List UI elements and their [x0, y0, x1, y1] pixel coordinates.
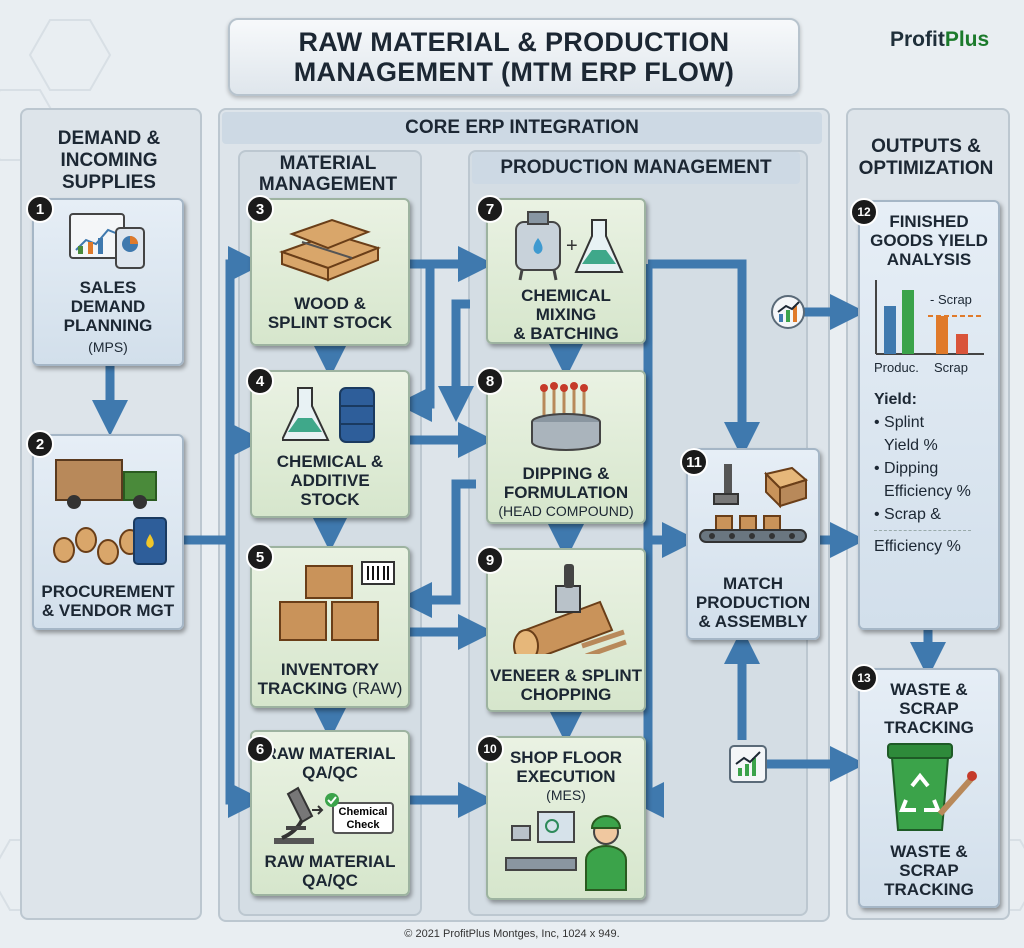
arrow-right-icon [312, 805, 324, 815]
trend-chart-icon [729, 745, 767, 783]
step-label-bottom: RAW MATERIAL QA/QC [264, 852, 396, 890]
svg-text:+: + [566, 235, 578, 257]
step-label: FINISHED GOODS YIELD ANALYSIS [870, 212, 988, 269]
step-number-badge: 13 [850, 664, 878, 692]
outputs-column-title: OUTPUTS &OPTIMIZATION [858, 136, 994, 179]
truck-logs-barrel-icon [53, 459, 167, 565]
microscope-icon [274, 786, 314, 844]
step-number-badge: 7 [476, 195, 504, 223]
step-label: WOOD & SPLINT STOCK [267, 294, 393, 332]
dashboard-chart-icon [69, 213, 145, 269]
yield-tail: Efficiency % [874, 530, 971, 558]
step-wood-splint-stock[interactable]: WOOD & SPLINT STOCK [250, 198, 410, 346]
step-number-badge: 9 [476, 546, 504, 574]
step-number-badge: 4 [246, 367, 274, 395]
step-label: DIPPING & FORMULATION [503, 464, 629, 502]
step-sublabel: (MPS) [88, 339, 128, 355]
step-number-badge: 11 [680, 448, 708, 476]
mixing-tank-flask-icon: + [515, 211, 624, 281]
step-label: CHEMICAL & ADDITIVE STOCK [276, 452, 384, 509]
flask-barrel-icon [282, 387, 375, 443]
chemical-check-tag: Chemical Check [332, 802, 394, 834]
step-number-badge: 3 [246, 195, 274, 223]
yield-list: Yield: • Splint Yield % • Dipping Effici… [874, 388, 971, 558]
step-number-badge: 8 [476, 367, 504, 395]
recycle-bin-icon [887, 743, 977, 831]
step-match-production-assembly[interactable]: MATCH PRODUCTION & ASSEMBLY [686, 448, 820, 640]
page-title: RAW MATERIAL & PRODUCTION MANAGEMENT (MT… [228, 18, 800, 96]
step-chemical-mixing[interactable]: + CHEMICAL MIXING & BATCHING [486, 198, 646, 344]
step-shop-floor-execution[interactable]: SHOP FLOOR EXECUTION (MES) [486, 736, 646, 900]
production-band: PRODUCTION MANAGEMENT [472, 152, 800, 184]
chart-legend-scrap: - Scrap [930, 292, 972, 307]
step-label: MATCH PRODUCTION & ASSEMBLY [695, 574, 811, 631]
match-dipping-pot-icon [531, 382, 601, 451]
chart-x-label-produc: Produc. [874, 360, 919, 375]
chart-x-label-scrap: Scrap [934, 360, 968, 375]
step-procurement-vendor[interactable]: PROCUREMENT & VENDOR MGT [32, 434, 184, 630]
step-label: PROCUREMENT & VENDOR MGT [41, 582, 175, 620]
title-line-1: RAW MATERIAL & PRODUCTION [298, 27, 730, 57]
step-number-badge: 5 [246, 543, 274, 571]
step-label: VENEER & SPLINT CHOPPING [489, 666, 643, 704]
yield-item: • Scrap & [874, 506, 941, 523]
wood-stack-icon [279, 218, 382, 282]
step-number-badge: 1 [26, 195, 54, 223]
profitplus-logo: ProfitPlus [890, 28, 990, 51]
step-raw-material-qaqc[interactable]: RAW MATERIAL QA/QC Chemical Check RAW MA… [250, 730, 410, 896]
yield-bar-chart-icon [875, 280, 984, 355]
step-sublabel: (MES) [546, 787, 586, 803]
step-number-badge: 2 [26, 430, 54, 458]
step-label: SHOP FLOOR EXECUTION [509, 748, 623, 786]
core-erp-band: CORE ERP INTEGRATION [222, 112, 822, 144]
step-number-badge: 12 [850, 198, 878, 226]
check-circle-icon [325, 793, 339, 807]
step-veneer-splint-chopping[interactable]: VENEER & SPLINT CHOPPING [486, 548, 646, 712]
step-chemical-additive-stock[interactable]: CHEMICAL & ADDITIVE STOCK [250, 370, 410, 518]
step-waste-scrap-tracking[interactable]: WASTE & SCRAP TRACKING WASTE & SCRAP TRA… [858, 668, 1000, 908]
step-label: SALES DEMAND PLANNING [63, 278, 153, 335]
step-label: RAW MATERIAL QA/QC [264, 744, 396, 782]
step-label: INVENTORY TRACKING (RAW) [257, 660, 403, 698]
step-label: CHEMICAL MIXING & BATCHING [513, 286, 619, 343]
log-cleaver-icon [513, 564, 627, 654]
step-dipping-formulation[interactable]: DIPPING & FORMULATION (HEAD COMPOUND) [486, 370, 646, 524]
step-sales-demand-planning[interactable]: SALES DEMAND PLANNING (MPS) [32, 198, 184, 366]
step-number-badge: 6 [246, 735, 274, 763]
title-line-2: MANAGEMENT (MTM ERP FLOW) [293, 57, 735, 87]
assembly-line-icon [699, 464, 809, 543]
yield-item: • Dipping Efficiency % [874, 460, 971, 500]
yield-item: • Splint Yield % [874, 414, 938, 454]
step-inventory-tracking[interactable]: INVENTORY TRACKING (RAW) [250, 546, 410, 708]
step-label-bottom: WASTE & SCRAP TRACKING [884, 842, 974, 899]
boxes-barcode-icon [279, 561, 395, 641]
analytics-icon [771, 295, 805, 329]
worker-screen-icon [505, 811, 627, 891]
step-sublabel: (HEAD COMPOUND) [498, 503, 634, 519]
copyright-footer: © 2021 ProfitPlus Montges, Inc, 1024 x 9… [404, 928, 620, 940]
step-label: WASTE & SCRAP TRACKING [884, 680, 974, 737]
step-number-badge: 10 [476, 735, 504, 763]
step-finished-goods-yield[interactable]: FINISHED GOODS YIELD ANALYSIS - Scrap Pr… [858, 200, 1000, 630]
yield-title: Yield: [874, 391, 917, 408]
